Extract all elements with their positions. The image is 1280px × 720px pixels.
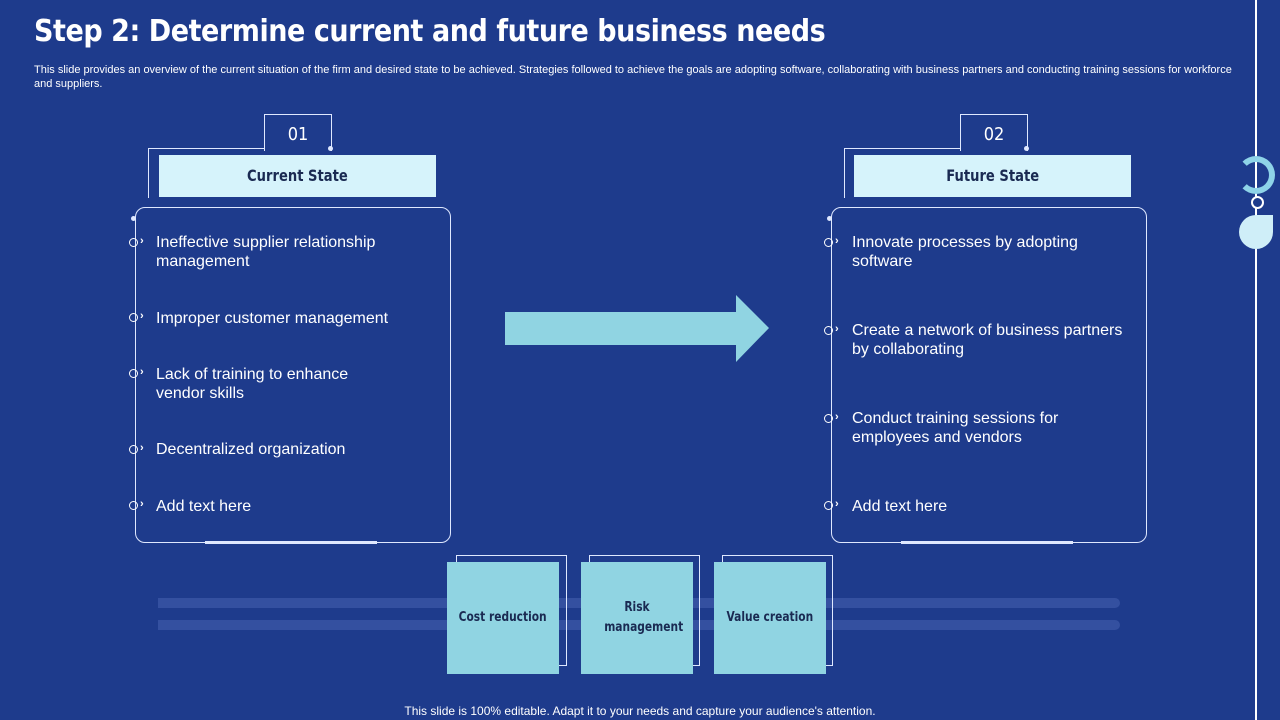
card-value-creation: Value creation [714, 562, 826, 674]
future-bullet-icon-3 [824, 414, 833, 423]
future-state-heading: Future State [854, 155, 1131, 197]
current-list-dot [131, 216, 136, 221]
chevron-right-icon: › [140, 235, 144, 247]
future-panel-underline [901, 541, 1073, 544]
current-item-5: Add text here [156, 498, 252, 515]
chevron-right-icon: › [140, 498, 144, 510]
current-panel-underline [205, 541, 377, 544]
future-frame-left [844, 148, 845, 198]
chevron-right-icon: › [835, 323, 839, 335]
future-number-dot [1024, 146, 1029, 151]
future-item-1: Innovate processes by adopting software [852, 234, 1078, 270]
current-bullet-icon-5 [129, 501, 138, 510]
current-bullet-icon-2 [129, 313, 138, 322]
decor-drop-icon [1239, 215, 1273, 249]
slide-subtitle: This slide provides an overview of the c… [34, 64, 1232, 90]
current-item-3: Lack of training to enhance vendor skill… [156, 366, 349, 402]
chevron-right-icon: › [140, 366, 144, 378]
current-bullet-icon-4 [129, 445, 138, 454]
card-cost-reduction: Cost reduction [447, 562, 559, 674]
chevron-right-icon: › [835, 411, 839, 423]
arrow-right-icon [505, 295, 769, 362]
current-state-heading: Current State [159, 155, 436, 197]
future-bullet-icon-1 [824, 238, 833, 247]
card-risk-management: Risk management [581, 562, 693, 674]
future-item-3: Conduct training sessions for employees … [852, 410, 1059, 446]
chevron-right-icon: › [140, 442, 144, 454]
future-item-2: Create a network of business partners by… [852, 322, 1123, 358]
decor-dot-icon [1251, 196, 1264, 209]
current-item-2: Improper customer management [156, 310, 389, 327]
current-number-dot [328, 146, 333, 151]
slide-title: Step 2: Determine current and future bus… [34, 14, 826, 49]
chevron-right-icon: › [140, 310, 144, 322]
current-item-4: Decentralized organization [156, 441, 346, 458]
current-item-1: Ineffective supplier relationship manage… [156, 234, 376, 270]
future-bullet-icon-2 [824, 326, 833, 335]
decor-ring-icon [1237, 156, 1275, 194]
chevron-right-icon: › [835, 498, 839, 510]
decor-vertical-line [1255, 0, 1257, 720]
current-frame-top [148, 148, 264, 149]
current-number: 01 [264, 114, 332, 151]
current-bullet-icon-3 [129, 369, 138, 378]
current-frame-left [148, 148, 149, 198]
future-number: 02 [960, 114, 1028, 151]
current-bullet-icon-1 [129, 238, 138, 247]
future-list-dot [827, 216, 832, 221]
slide-footer: This slide is 100% editable. Adapt it to… [404, 704, 876, 718]
chevron-right-icon: › [835, 235, 839, 247]
future-bullet-icon-4 [824, 501, 833, 510]
future-item-4: Add text here [852, 498, 948, 515]
future-frame-top [844, 148, 960, 149]
